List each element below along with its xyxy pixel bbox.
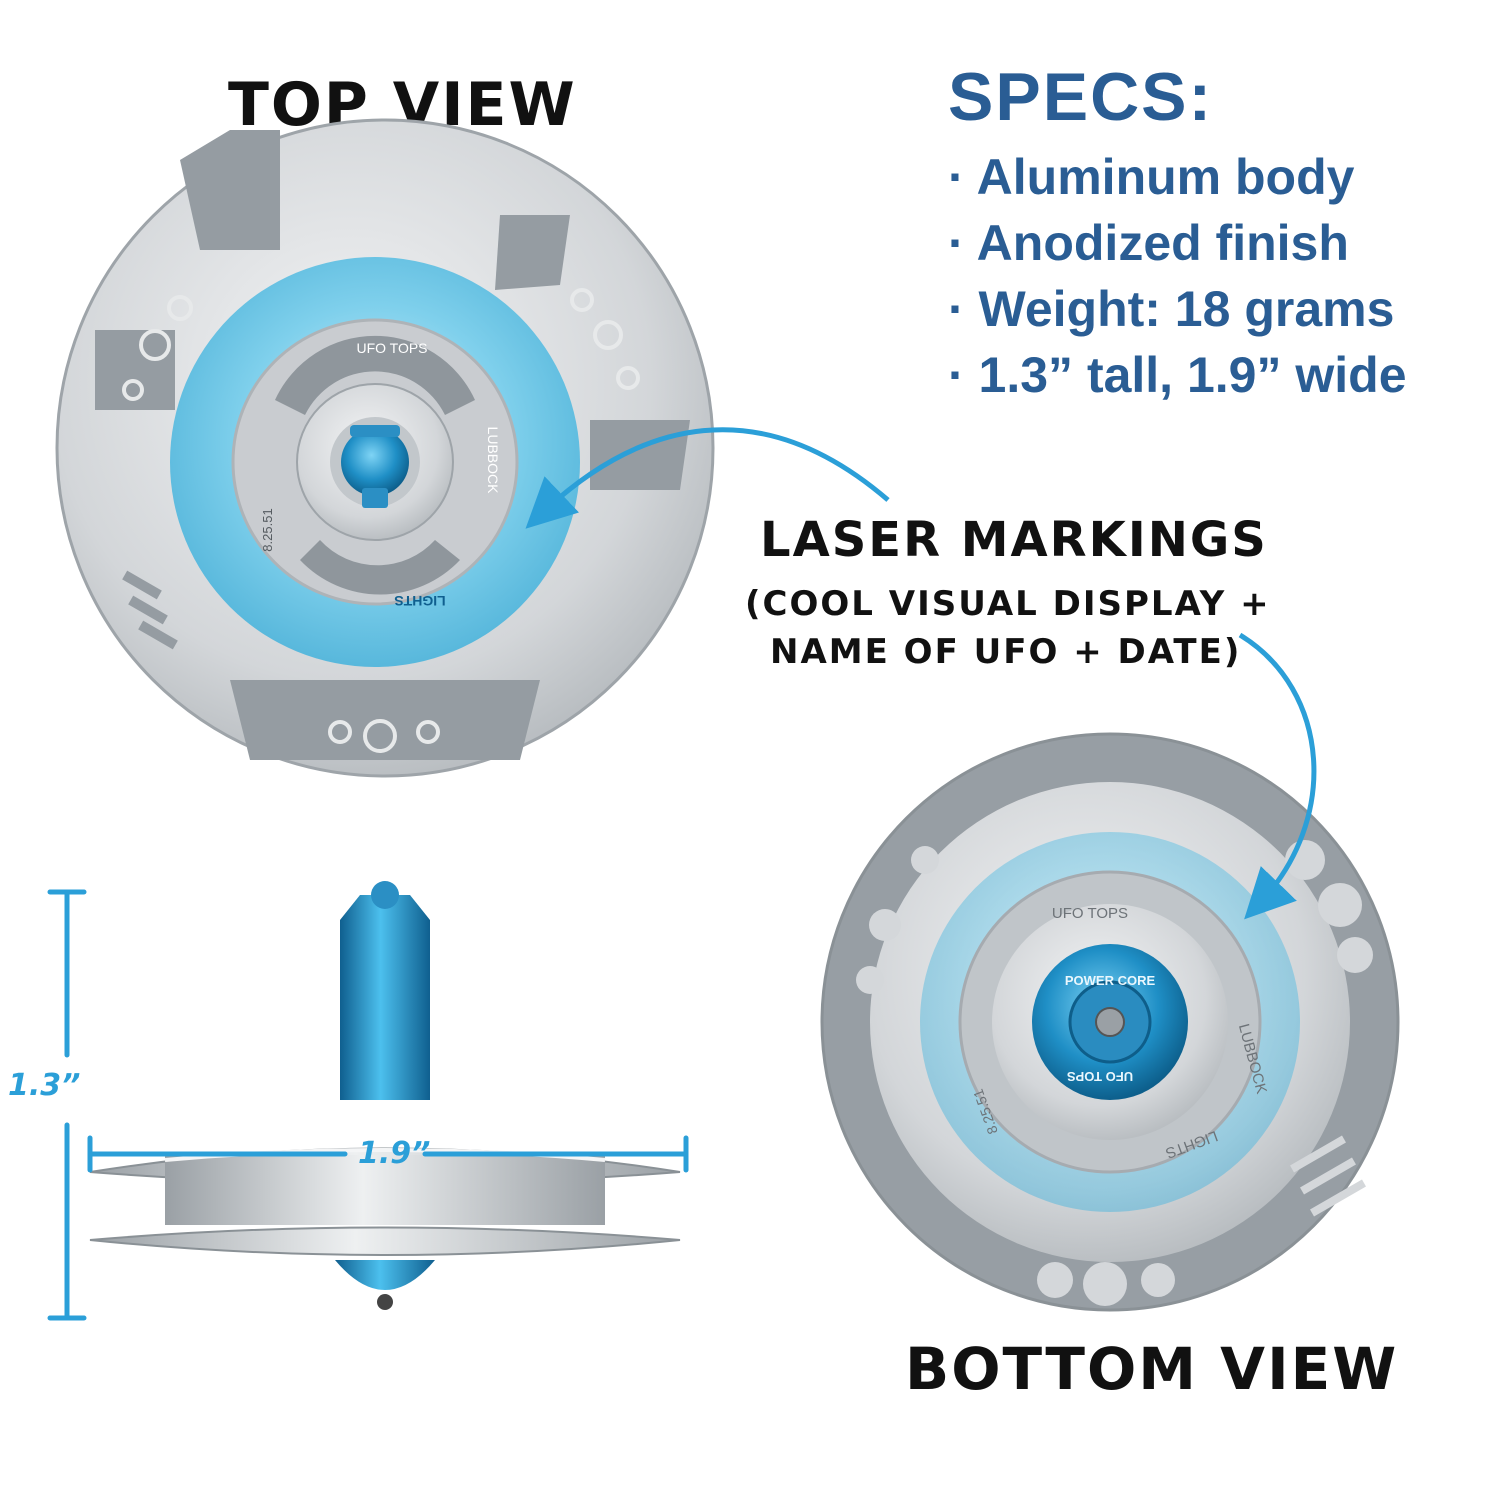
top-name-text: LUBBOCK [485, 427, 501, 495]
spec-item-weight: · Weight: 18 grams [948, 281, 1395, 337]
spec-item-body: · Aluminum body [948, 149, 1355, 205]
core-text-bottom: UFO TOPS [1067, 1069, 1134, 1084]
bottom-ring-text: UFO TOPS [1052, 905, 1128, 922]
side-view-illustration [89, 881, 681, 1310]
spec-item-finish: · Anodized finish [948, 215, 1349, 271]
height-dimension-label: 1.3” [8, 1068, 81, 1103]
arrow-to-bottom-view [1238, 632, 1317, 920]
bottom-view-title: BOTTOM VIEW [905, 1335, 1399, 1403]
height-dimension-line [47, 889, 87, 1321]
core-text-top: POWER CORE [1065, 973, 1156, 988]
laser-markings-line2: NAME OF UFO + DATE) [770, 632, 1242, 672]
width-dimension-label: 1.9” [358, 1136, 431, 1171]
specs-title: SPECS: [948, 59, 1214, 135]
top-ring-text: UFO TOPS [356, 340, 427, 356]
laser-markings-title: LASER MARKINGS [760, 512, 1268, 568]
specs-block: SPECS: · Aluminum body · Anodized finish… [948, 58, 1407, 408]
top-lights-text: LIGHTS [394, 593, 445, 609]
laser-markings-line1: (COOL VISUAL DISPLAY + [745, 584, 1271, 624]
bottom-view-illustration: UFO TOPS LUBBOCK LIGHTS 8.25.51 POWER CO… [820, 732, 1400, 1312]
spec-item-size: · 1.3” tall, 1.9” wide [948, 347, 1407, 403]
arrow-to-top-view [525, 427, 890, 529]
top-view-illustration: UFO TOPS LUBBOCK LIGHTS 8.25.51 [55, 118, 715, 778]
width-dimension-line [87, 1135, 689, 1173]
top-date-text: 8.25.51 [260, 508, 275, 551]
